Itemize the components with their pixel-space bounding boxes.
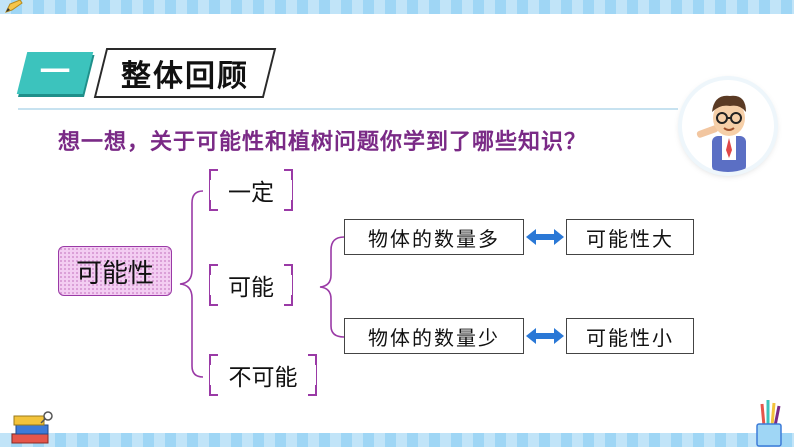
title-divider [18,108,678,110]
teacher-avatar [682,80,774,172]
branch-node-possible: 可能 [209,264,293,306]
branch-label: 不可能 [228,365,298,391]
branch-node-impossible: 不可能 [209,354,317,396]
item-left-less: 物体的数量少 [344,318,524,354]
branch-node-certain: 一定 [209,169,293,211]
bottom-stripe-bar [0,433,794,447]
double-arrow-icon [526,328,564,344]
branch-label: 可能 [228,275,274,301]
books-icon [11,411,53,444]
item-left-more: 物体的数量多 [344,219,524,255]
top-stripe-bar [0,0,794,14]
pencil-cup-icon [756,400,782,447]
question-text: 想一想，关于可能性和植树问题你学到了哪些知识？ [58,130,588,155]
item-right-large: 可能性大 [566,219,694,255]
item-right-small: 可能性小 [566,318,694,354]
pencil-icon [5,0,23,13]
teacher-cartoon-icon [696,95,746,172]
branch-label: 一定 [228,180,274,206]
mindmap-root-node: 可能性 [58,246,172,296]
double-arrow-icon [526,229,564,245]
